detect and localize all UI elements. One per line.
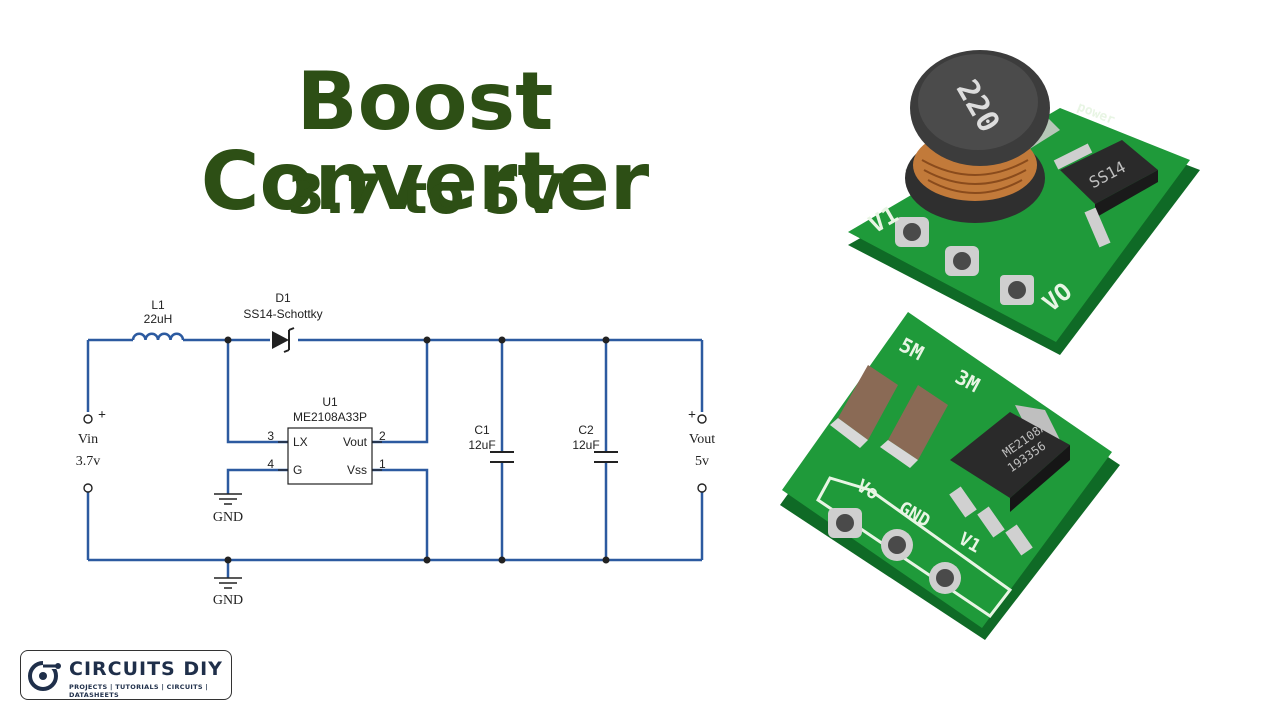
cap1-ref: C1 [474,423,490,437]
input-name: Vin [78,432,98,447]
cap2-ref: C2 [578,423,594,437]
ic-pin-name: G [293,463,302,477]
input-value: 3.7v [76,454,101,469]
page-subtitle: 3.7 to 5V [287,163,563,226]
inductor-symbol [131,332,185,341]
ground-symbols [214,493,242,589]
diode-value: SS14-Schottky [243,307,322,321]
ic-pin-name: Vss [347,463,367,477]
output-value: 5v [695,454,709,469]
logo-mark-icon [28,661,61,691]
junction-dots [224,336,610,564]
schematic-wires [86,338,704,578]
circuits-diy-logo[interactable]: CIRCUITS DIY PROJECTS | TUTORIALS | CIRC… [20,650,232,700]
smd-resistors [830,365,948,468]
output-plus: + [688,408,696,423]
logo-tagline: PROJECTS | TUTORIALS | CIRCUITS | DATASH… [69,683,209,699]
boost-module-photos: 220 SS14 V1 VO power 5M 3M [780,50,1200,640]
inductor-value: 22uH [144,312,173,326]
boost-converter-schematic: L1 22uH D1 SS14-Schottky U1 ME2108A33P 3… [76,291,715,608]
ic-pin-num: 3 [267,429,274,443]
ic-pin-num: 1 [379,457,386,471]
ic-pin-name: LX [293,435,308,449]
board-top-holes [895,217,1034,305]
ic-pin-stubs [278,441,382,471]
output-name: Vout [689,432,715,447]
terminals [83,414,707,493]
diode-symbol [272,327,295,353]
cap1-value: 12uF [468,438,495,452]
board-bottom: 5M 3M ME2108A 193356 Vo GND V1 [780,312,1120,640]
cap2-value: 12uF [572,438,599,452]
ground-label: GND [213,593,243,608]
ic-part: ME2108A33P [293,410,367,424]
inductor-ref: L1 [151,298,165,312]
regulator-ic: ME2108A 193356 [949,405,1070,556]
capacitor-symbols [490,451,618,463]
ic-body [287,427,373,485]
board-bottom-holes [828,508,961,594]
diode-body [1060,140,1158,204]
ic-pin-num: 4 [267,457,274,471]
silk-frame [816,476,1013,619]
diode-ref: D1 [275,291,291,305]
ic-pin-num: 2 [379,429,386,443]
ground-label: GND [213,510,243,525]
page-title: Boost Converter [200,55,650,228]
ic-pin-name: Vout [343,435,368,449]
input-plus: + [98,408,106,423]
logo-name: CIRCUITS DIY [69,658,223,680]
ic-ref: U1 [322,395,338,409]
board-top: 220 SS14 V1 VO power [848,50,1200,355]
